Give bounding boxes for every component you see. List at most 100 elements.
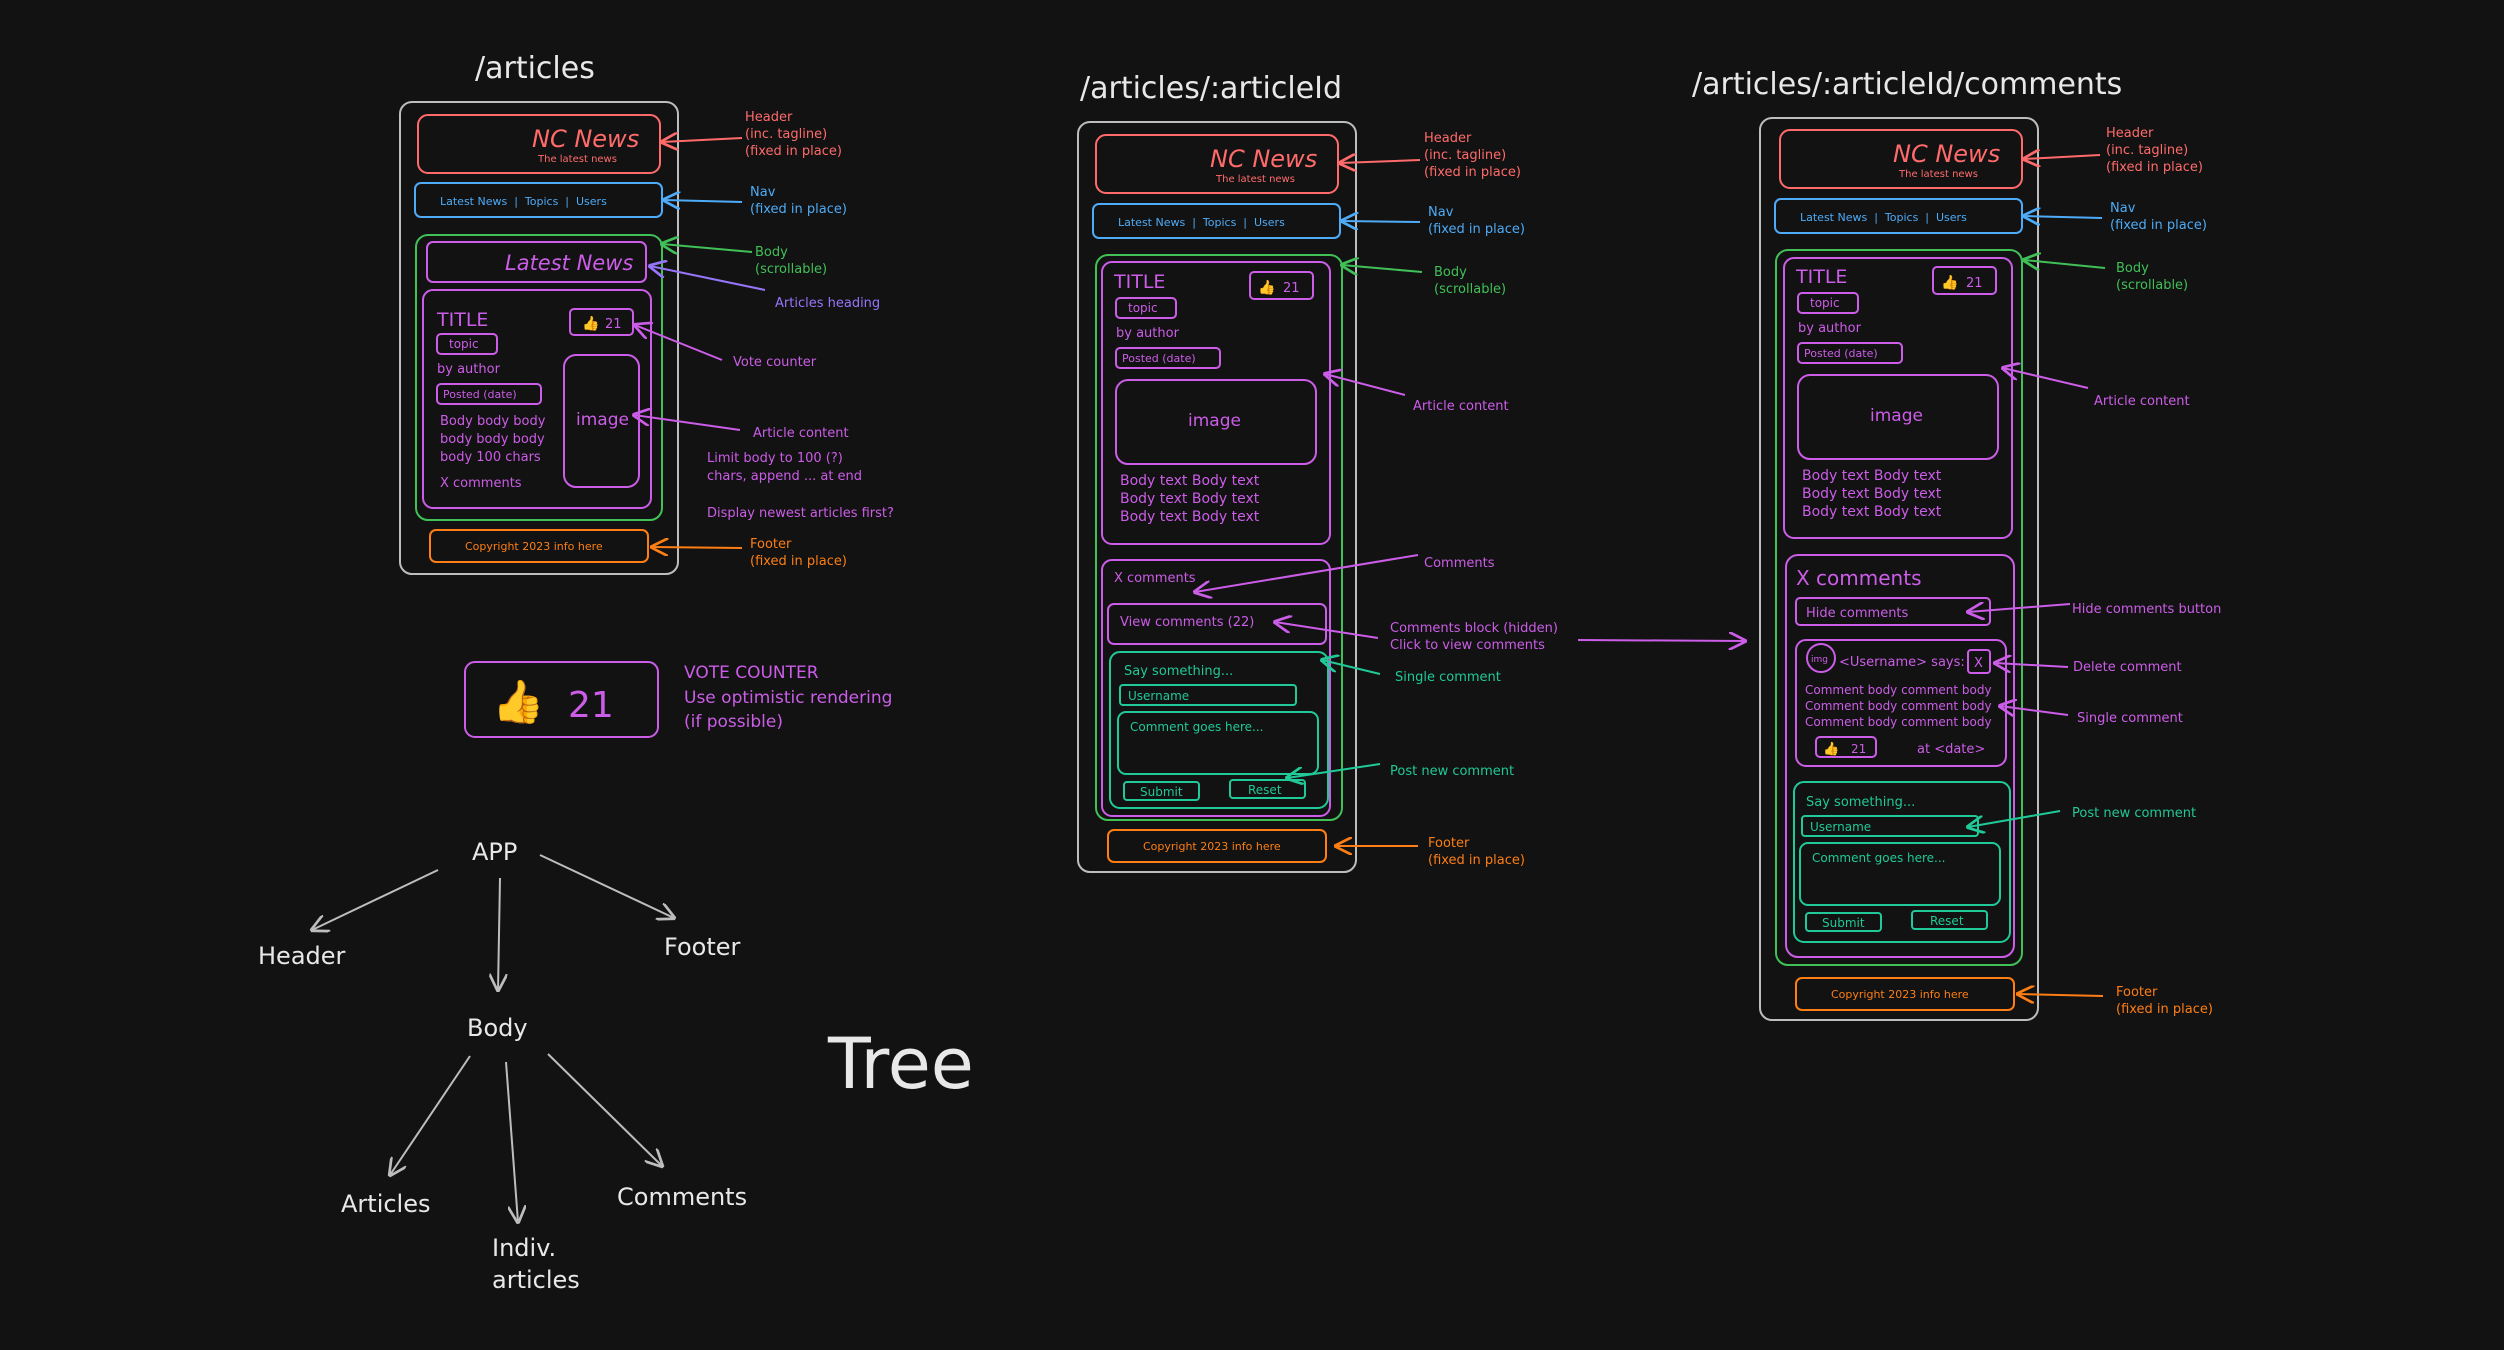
post-note: Post new comment [2072,806,2196,821]
tagline: The latest news [1898,169,1978,180]
body-box [1095,254,1343,821]
author: by author [437,362,501,377]
tree-node-footer: Footer [664,933,740,961]
delete-icon: X [1974,656,1983,671]
footer-box [1795,977,2015,1011]
single-note: Single comment [1395,670,1501,685]
avatar-label: img [1811,655,1828,665]
tree-node-comments: Comments [617,1183,747,1211]
comments-block [1785,554,2015,958]
single-comment-arrow [1322,660,1381,675]
topic-label: topic [449,337,479,351]
thumbs-up-icon: 👍 [1941,274,1958,291]
footer-note-1: Footer [2116,985,2158,1000]
tree-node-indiv-2: articles [492,1266,580,1294]
comment-textarea[interactable] [1799,842,2001,906]
route-title: /articles [475,51,595,86]
submit-button[interactable] [1805,912,1882,932]
header-arrow [662,138,743,142]
block-note-2: Click to view comments [1390,638,1545,653]
article-card [1783,257,2013,539]
posted-date: Posted (date) [443,388,517,401]
comment-vote-counter[interactable] [1815,736,1877,758]
topic-tag[interactable] [1115,297,1177,319]
posted-date-box [1797,342,1903,364]
logo: NC News [1893,140,2000,168]
route-title: /articles/:articleId [1080,71,1342,106]
vote-counter[interactable] [1249,271,1314,300]
view-comments-label: View comments (22) [1120,615,1254,630]
thumbs-up-icon: 👍 [1258,279,1275,296]
hide-comments-button[interactable] [1795,597,1991,626]
article-title: TITLE [1795,266,1847,288]
view-comments-button[interactable] [1107,603,1327,645]
vote-note-3: (if possible) [684,712,783,732]
wireframe-comments-page: /articles/:articleId/comments NC News Th… [1692,67,2221,1021]
vote-counter[interactable] [1932,266,1997,295]
comments-note: Comments [1424,556,1495,571]
vote-counter[interactable] [569,308,634,336]
articles-heading: Latest News [505,251,633,275]
content-note: Article content [1413,399,1509,414]
footer-text: Copyright 2023 info here [1831,988,1969,1001]
post-note: Post new comment [1390,764,1514,779]
footer-arrow [2018,994,2104,996]
vote-counter-box[interactable] [464,661,659,738]
image-placeholder [1115,379,1317,465]
avatar [1806,643,1836,673]
reset-button[interactable] [1911,910,1988,930]
route-title: /articles/:articleId/comments [1692,67,2122,102]
submit-button[interactable] [1123,781,1200,801]
tree-node-app: APP [472,838,517,866]
nav-links[interactable]: Latest News | Topics | Users [440,195,607,208]
post-comment-form [1793,781,2011,943]
block-note-1: Comments block (hidden) [1390,621,1558,636]
hide-comments-label: Hide comments [1806,606,1909,621]
body-note-1: Body [2116,261,2149,276]
tree-edge [505,1061,518,1222]
vote-note-2: Use optimistic rendering [684,688,892,708]
body-line-3: Body text Body text [1802,504,1942,520]
tree-edge [539,854,674,918]
header-note-3: (fixed in place) [2106,160,2203,175]
body-box [415,234,663,521]
header-arrow [1340,160,1421,163]
nav-note-2: (fixed in place) [2110,218,2207,233]
body-arrow [1342,265,1423,272]
username-input[interactable] [1119,684,1297,706]
nav-arrow [664,200,743,202]
header-arrow [2024,155,2101,159]
comment-textarea[interactable] [1117,711,1319,775]
body-line-2: body body body [440,432,545,447]
image-placeholder [1797,374,1999,460]
header-note-1: Header [745,110,793,125]
logo: NC News [532,125,639,153]
image-label: image [576,410,629,430]
header-note-2: (inc. tagline) [1424,148,1506,163]
body-line-1: Body text Body text [1120,473,1260,489]
say-something: Say something... [1806,795,1915,810]
nav-links[interactable]: Latest News | Topics | Users [1800,211,1967,224]
tree-node-articles: Articles [341,1190,431,1218]
single-arrow [2000,706,2069,715]
nav-box [1092,203,1341,239]
comments-count[interactable]: X comments [440,476,522,491]
post-arrow [1968,810,2061,827]
image-label: image [1188,411,1241,431]
nav-links[interactable]: Latest News | Topics | Users [1118,216,1285,229]
footer-note-1: Footer [750,537,792,552]
topic-tag[interactable] [1797,292,1859,314]
footer-text: Copyright 2023 info here [465,540,603,553]
article-card[interactable] [422,289,652,509]
post-comment-form [1109,651,1329,809]
topic-tag[interactable] [436,333,498,355]
reset-button[interactable] [1229,779,1306,799]
body-line-3: body 100 chars [440,450,541,465]
nav-note-1: Nav [1428,205,1454,220]
username-placeholder: Username [1128,689,1189,703]
delete-comment-button[interactable] [1967,649,1991,674]
card-title: TITLE [436,309,488,331]
author: by author [1798,321,1862,336]
header-note-2: (inc. tagline) [2106,143,2188,158]
